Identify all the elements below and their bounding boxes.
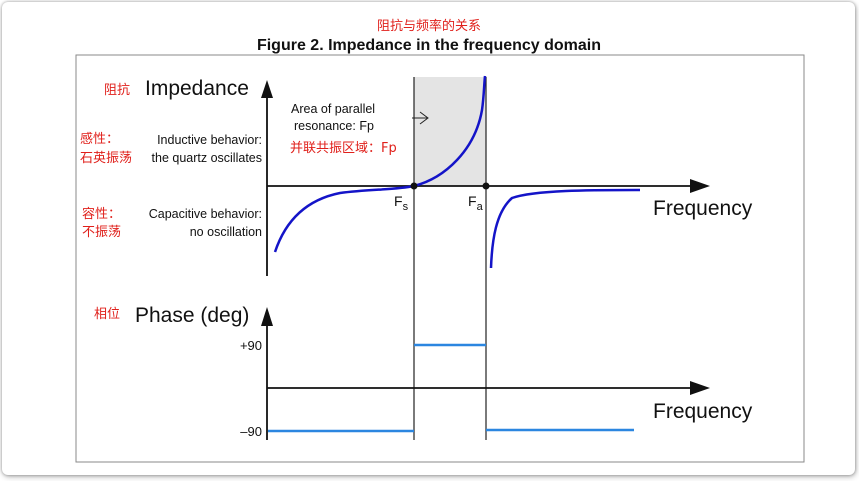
inner-box	[75, 54, 805, 463]
top-caption-cn: 阻抗与频率的关系	[377, 18, 481, 34]
inductive-en-1: Inductive behavior:	[157, 133, 262, 147]
inductive-cn-2: 石英振荡	[80, 151, 132, 166]
impedance-frequency-label: Frequency	[653, 197, 753, 220]
impedance-axis-label: Impedance	[145, 77, 249, 100]
capacitive-cn-1: 容性：	[82, 206, 121, 222]
phase-x-arrow	[690, 381, 710, 395]
capacitive-en-2: no oscillation	[190, 225, 262, 239]
inductive-en-2: the quartz oscillates	[152, 151, 262, 165]
area-label-line2: resonance: Fp	[294, 119, 374, 133]
phase-plus90-label: +90	[240, 338, 262, 353]
phase-label-cn: 相位	[94, 307, 120, 322]
impedance-x-arrow	[690, 179, 710, 193]
impedance-label-cn: 阻抗	[104, 83, 130, 98]
capacitive-en-1: Capacitive behavior:	[149, 207, 262, 221]
phase-axis-label: Phase (deg)	[135, 304, 249, 327]
fs-label: Fs	[394, 193, 409, 213]
impedance-y-arrow	[261, 80, 273, 98]
phase-minus90-label: –90	[240, 424, 262, 439]
impedance-curve-right	[489, 188, 641, 269]
fs-point	[410, 182, 418, 190]
figure-title: Figure 2. Impedance in the frequency dom…	[257, 37, 601, 54]
area-label-cn: 并联共振区域：Fp	[290, 141, 397, 156]
fa-label: Fa	[468, 193, 484, 213]
area-arrow-head	[419, 111, 429, 125]
phase-frequency-label: Frequency	[653, 400, 753, 423]
phase-y-arrow	[261, 307, 273, 326]
inductive-cn-1: 感性：	[80, 131, 119, 147]
fa-point	[482, 182, 490, 190]
capacitive-cn-2: 不振荡	[82, 225, 121, 240]
area-label-line1: Area of parallel	[291, 102, 375, 116]
